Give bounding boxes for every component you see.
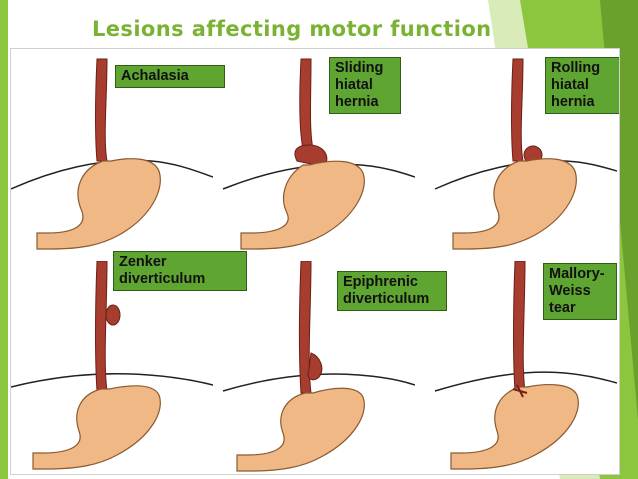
rolling-hiatal-hernia-illustration <box>434 58 617 250</box>
diagram-mallory-weiss-tear: Mallory- Weiss tear <box>415 261 617 473</box>
zenker-diverticulum-illustration <box>11 261 213 470</box>
label-zenker-diverticulum: Zenker diverticulum <box>113 251 247 291</box>
sliding-hiatal-hernia-illustration <box>222 58 415 250</box>
accent-strip-left <box>0 0 8 479</box>
diagram-rolling-hiatal-hernia: Rolling hiatal hernia <box>415 49 619 261</box>
mallory-weiss-tear-illustration <box>434 261 617 470</box>
figure-panel: Achalasia Sliding hiatal hernia Rolling … <box>10 48 620 475</box>
label-achalasia: Achalasia <box>115 65 225 88</box>
diagram-sliding-hiatal-hernia: Sliding hiatal hernia <box>213 49 415 261</box>
label-sliding-hiatal-hernia: Sliding hiatal hernia <box>329 57 401 114</box>
diagram-zenker-diverticulum: Zenker diverticulum <box>11 251 247 473</box>
label-mallory-weiss-tear: Mallory- Weiss tear <box>543 263 617 320</box>
label-rolling-hiatal-hernia: Rolling hiatal hernia <box>545 57 619 114</box>
achalasia-illustration <box>11 58 213 250</box>
diagram-epiphrenic-diverticulum: Epiphrenic diverticulum <box>213 261 447 473</box>
diagram-achalasia: Achalasia <box>11 49 225 261</box>
slide-title: Lesions affecting motor function <box>92 17 492 41</box>
label-epiphrenic-diverticulum: Epiphrenic diverticulum <box>337 271 447 311</box>
epiphrenic-diverticulum-illustration <box>222 261 415 472</box>
